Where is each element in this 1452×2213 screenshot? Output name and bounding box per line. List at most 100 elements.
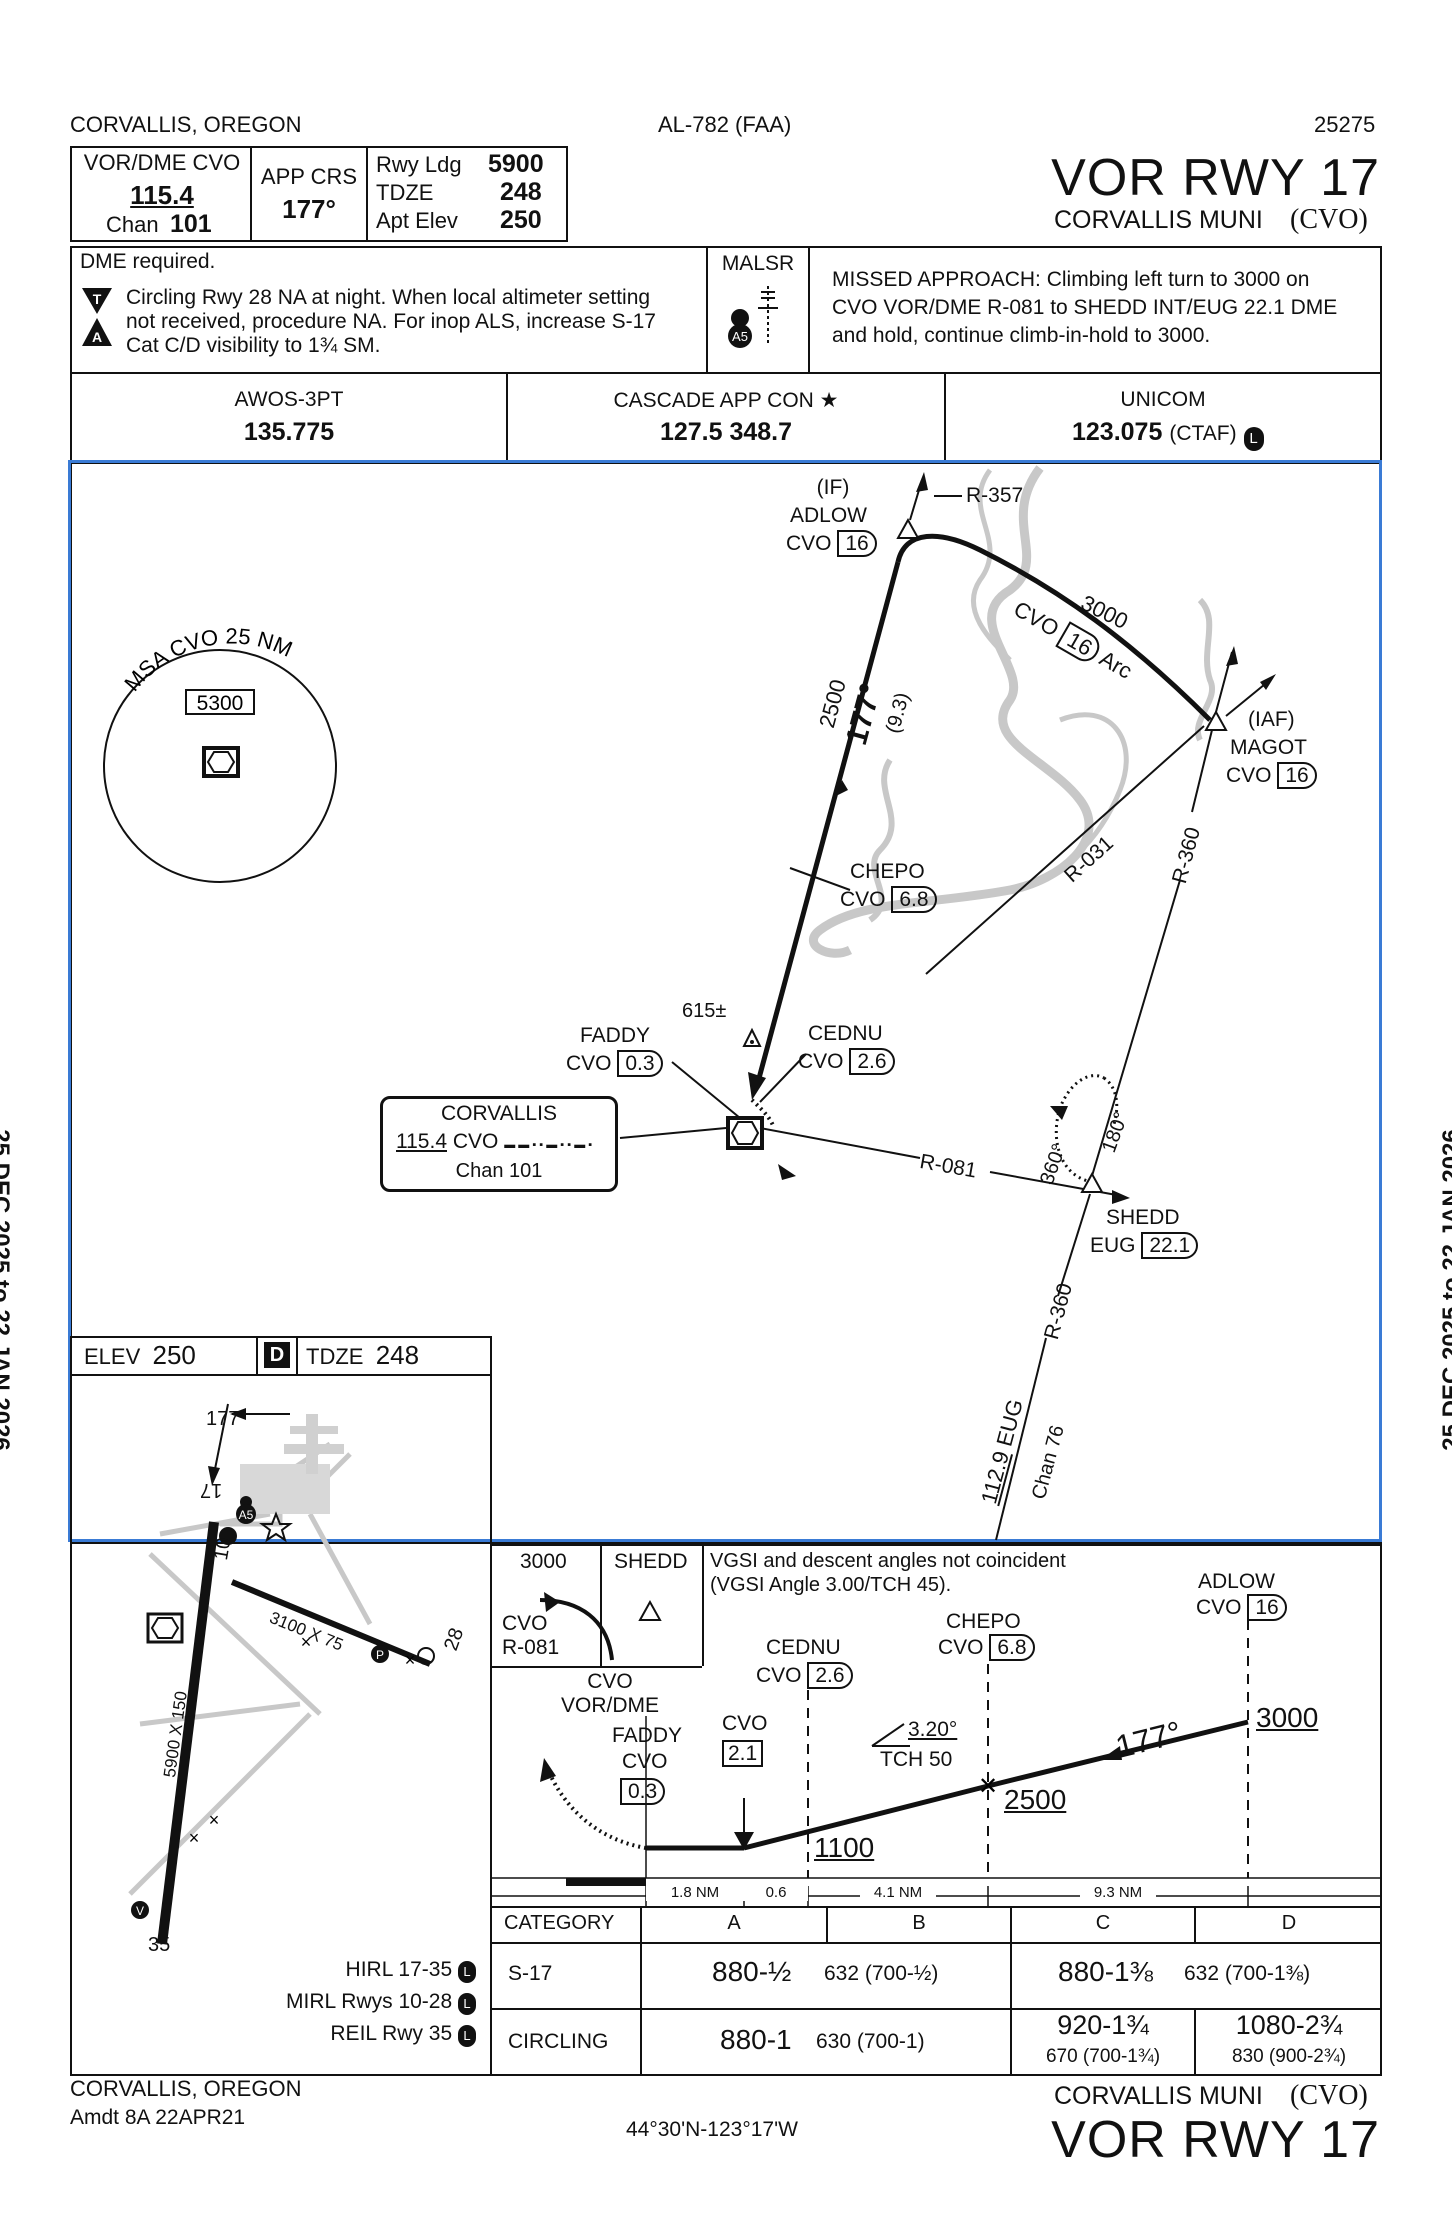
category-d: D <box>1281 1912 1297 1934</box>
header-airport-id: (CVO) <box>1290 204 1368 235</box>
hirl-line: HIRL 17-35 L <box>346 1958 476 1983</box>
diagram-p-mark: P <box>376 1648 384 1662</box>
adlow-name: ADLOW <box>790 504 868 527</box>
malsr-icon: A5 <box>728 286 778 348</box>
svg-text:✕: ✕ <box>978 1773 998 1800</box>
shedd-fix-icon <box>1080 1171 1104 1193</box>
s17-ab: 880-½ <box>712 1956 792 1987</box>
header-cycle: 25275 <box>1314 112 1376 137</box>
header-city: CORVALLIS, OREGON <box>70 112 302 137</box>
elev-value: 250 <box>152 1340 196 1370</box>
footer-title: VOR RWY 17 <box>1051 2111 1380 2169</box>
nav-info-box <box>70 146 568 242</box>
profile-chepo-line: CVO 6.8 <box>938 1634 1035 1661</box>
profile-vor-1: CVO <box>587 1670 633 1693</box>
profile-faddy-dme: 0.3 <box>620 1778 666 1805</box>
footer-airport-id: (CVO) <box>1290 2080 1368 2111</box>
profile-tch: TCH 50 <box>880 1748 953 1771</box>
reil-l-icon: L <box>458 2025 476 2047</box>
circling-c: 920-1¾ <box>1057 2010 1149 2040</box>
footer-coords: 44°30'N-123°17'W <box>626 2118 798 2141</box>
elev-label: ELEV <box>84 1344 141 1369</box>
profile-cednu-line: CVO 2.6 <box>756 1662 853 1689</box>
obstacle-icon <box>742 1027 762 1047</box>
profile-adlow: ADLOW <box>1198 1570 1276 1593</box>
profile-hold-alt: 3000 <box>520 1550 567 1573</box>
app-crs-label: APP CRS <box>260 164 358 189</box>
reil-text: REIL Rwy 35 <box>330 2022 453 2045</box>
obstacle-elev: 615± <box>682 1000 727 1022</box>
final-approach-course <box>755 561 901 1083</box>
shedd-eug: EUG <box>1090 1234 1136 1257</box>
shedd-dme: 22.1 <box>1141 1232 1199 1259</box>
header-title: VOR RWY 17 <box>1051 149 1380 207</box>
approach-freq: 127.5 348.7 <box>659 418 793 446</box>
adlow-cvo: CVO <box>786 532 832 555</box>
navaid-name: CORVALLIS <box>441 1102 557 1125</box>
elev-line: ELEV 250 <box>84 1340 196 1371</box>
profile-hold-fix: SHEDD <box>614 1550 688 1573</box>
circling-label: CIRCLING <box>508 2030 609 2053</box>
profile-chepo: CHEPO <box>946 1610 1021 1633</box>
circling-d-sub: 830 (900-2¾) <box>1231 2046 1347 2067</box>
runway-35-label: 35 <box>148 1934 171 1956</box>
category-b: B <box>912 1912 926 1934</box>
header-chart-id: AL-782 (FAA) <box>658 112 792 137</box>
navaid-morse: ▬ ▬ ▪ ▪ ▬ ▪ ▪ ▬ ▪ <box>504 1139 593 1151</box>
profile-adlow-line: CVO 16 <box>1196 1594 1287 1621</box>
faddy-name: FADDY <box>580 1024 651 1047</box>
s17-label: S-17 <box>508 1962 553 1985</box>
profile-dist-1: 1.8 NM <box>646 1884 744 1901</box>
footer-airport: CORVALLIS MUNI <box>1054 2082 1263 2110</box>
s17-cd: 880-1⅜ <box>1058 1956 1153 1987</box>
nav-chan: 101 <box>170 210 212 238</box>
cednu-name: CEDNU <box>808 1022 883 1045</box>
ctaf-label: (CTAF) <box>1169 422 1237 445</box>
diagram-tdze-label: TDZE <box>306 1344 364 1369</box>
note-sym-t: T <box>93 291 102 307</box>
cednu-dme: 2.6 <box>849 1048 895 1075</box>
cednu-cvo: CVO <box>798 1050 844 1073</box>
right-margin-dates: 25 DEC 2025 to 22 JAN 2026 <box>1438 1129 1452 1451</box>
unicom-line: 123.075 (CTAF) L <box>1072 418 1264 451</box>
footer-city: CORVALLIS, OREGON <box>70 2076 302 2101</box>
profile-cednu-cvo: CVO <box>756 1664 802 1687</box>
missed-line-2: CVO VOR/DME R-081 to SHEDD INT/EUG 22.1 … <box>832 296 1338 319</box>
svg-text:×: × <box>189 1828 200 1848</box>
svg-text:×: × <box>405 1650 416 1670</box>
adlow-dme: 16 <box>837 530 877 557</box>
note-line-1: Circling Rwy 28 NA at night. When local … <box>126 286 651 309</box>
s17-cd-sub: 632 (700-1⅜) <box>1184 1962 1311 1985</box>
mirl-text: MIRL Rwys 10-28 <box>286 1990 453 2013</box>
mirl-line: MIRL Rwys 10-28 L <box>286 1990 476 2015</box>
profile-alt-1100: 1100 <box>814 1832 875 1863</box>
navaid-chan: Chan 101 <box>455 1160 543 1182</box>
circling-ab: 880-1 <box>720 2024 792 2055</box>
circling-c-sub: 670 (700-1¾) <box>1045 2046 1161 2067</box>
profile-map-box: 2.1 <box>722 1740 764 1767</box>
takeoff-alternate-icon: T A <box>82 288 112 346</box>
airport-sketch: A5 P V × × × × <box>128 1403 435 1945</box>
iaf-fix-icon <box>1204 709 1228 731</box>
hirl-l-icon: L <box>458 1961 476 1983</box>
tdze-value: 248 <box>500 178 542 206</box>
navaid-id: CVO <box>452 1130 499 1153</box>
svg-text:×: × <box>301 1632 312 1652</box>
missed-line-3: and hold, continue climb-in-hold to 3000… <box>832 324 1211 347</box>
radial-357: R-357 <box>966 484 1024 507</box>
lighting-label: MALSR <box>721 252 795 275</box>
iaf-label: (IAF) <box>1248 708 1295 731</box>
chepo-dme: 6.8 <box>891 886 937 913</box>
navaid-box[interactable] <box>380 1096 618 1192</box>
chepo-name: CHEPO <box>850 860 925 883</box>
if-label: (IF) <box>816 476 850 499</box>
diagram-tdze-value: 248 <box>375 1340 420 1370</box>
diagram-crs: 177° <box>206 1408 248 1430</box>
navaid-freq: 115.4 <box>396 1130 447 1153</box>
selection-rectangle[interactable] <box>68 460 1382 1542</box>
magot-id-line: CVO 16 <box>1226 762 1317 789</box>
profile-dist-2: 0.6 <box>744 1884 808 1901</box>
